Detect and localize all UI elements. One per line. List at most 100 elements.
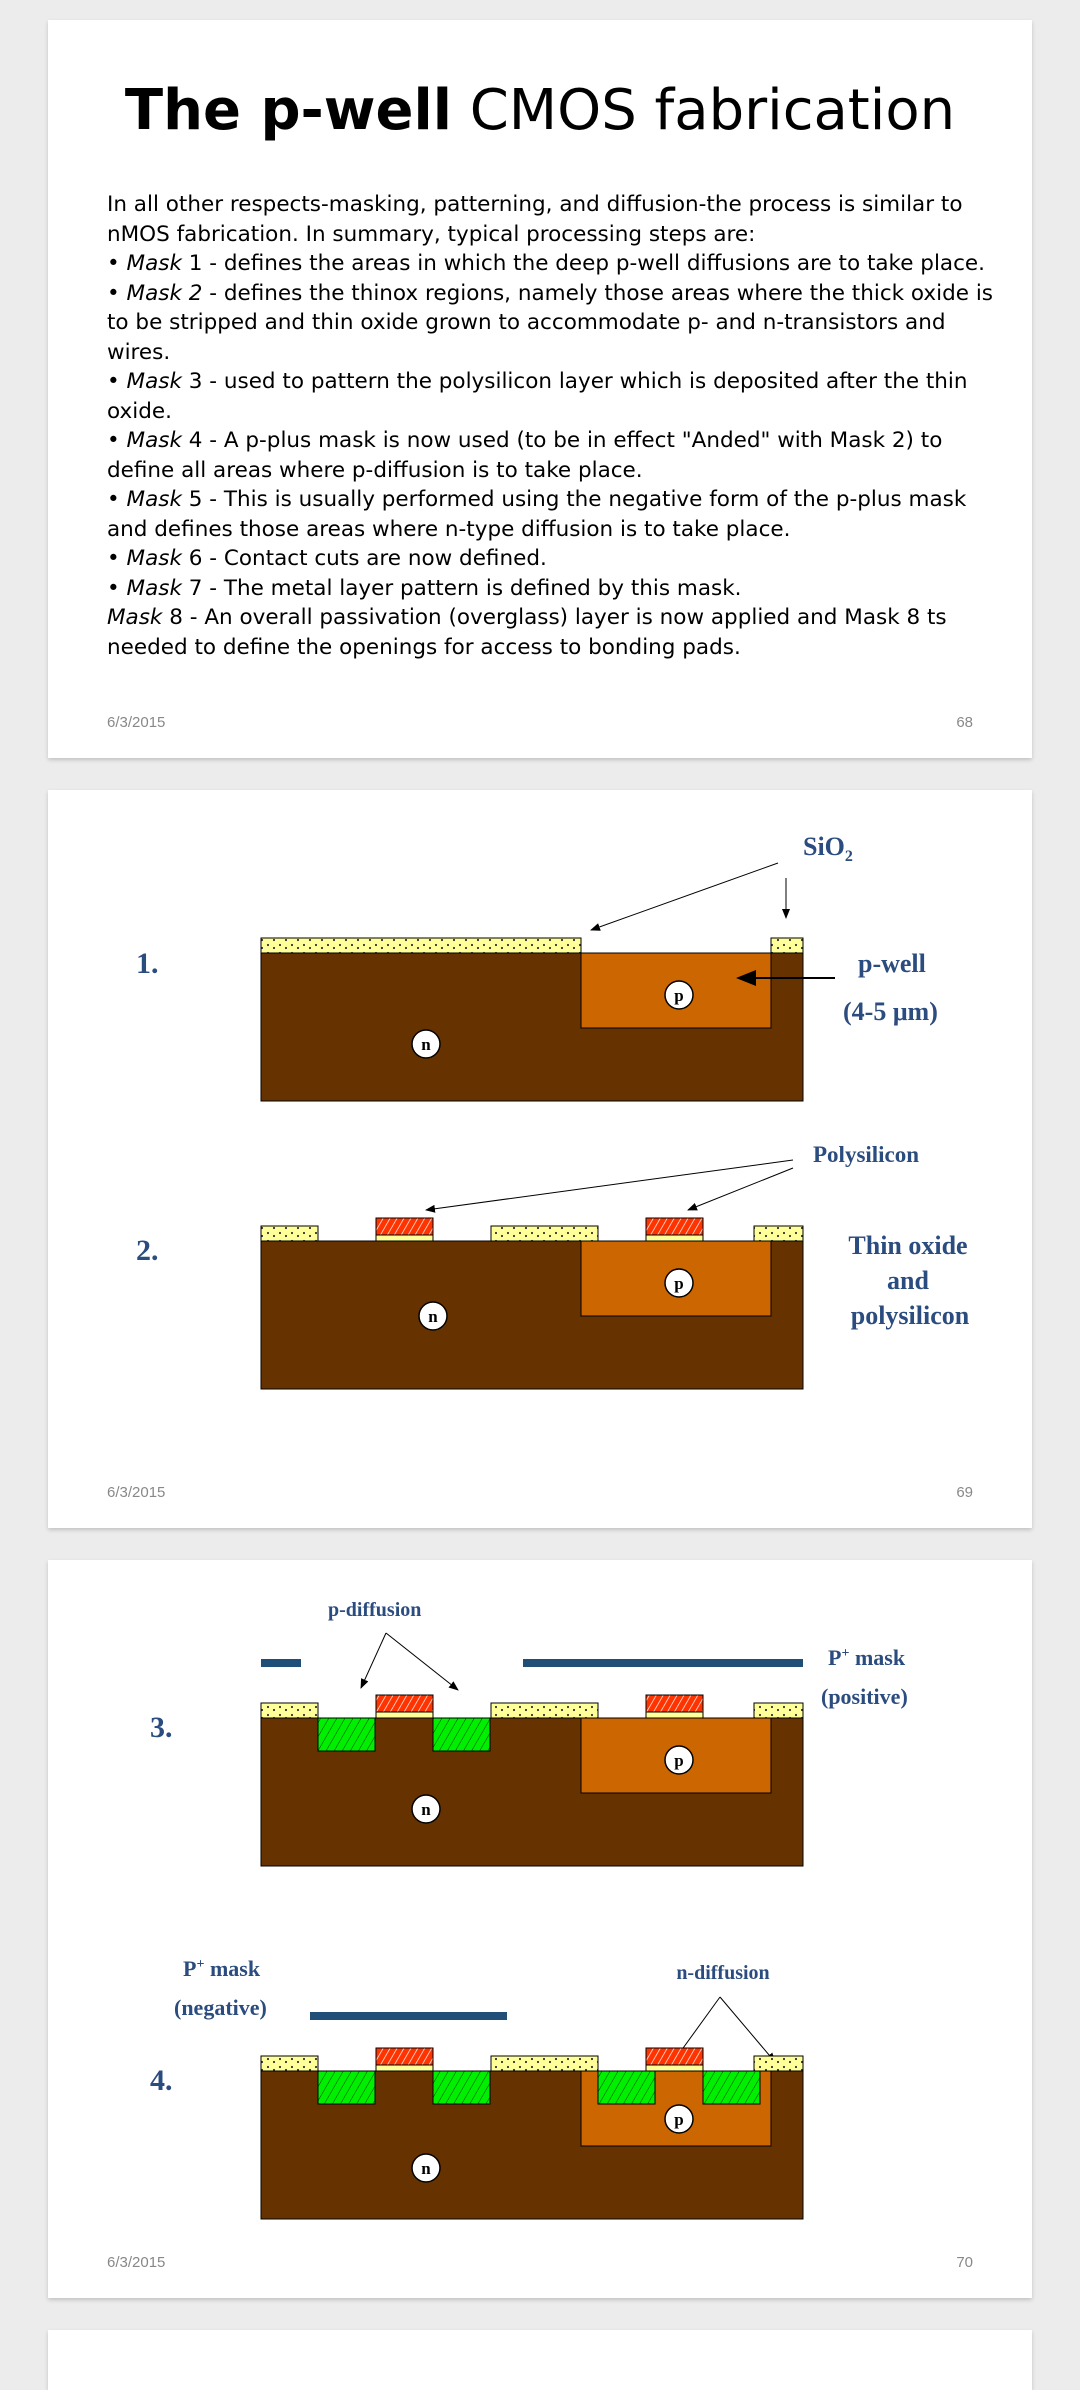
p-diffusion-label: p-diffusion bbox=[328, 1599, 421, 1621]
thin-oxide-1 bbox=[375, 1234, 434, 1242]
field-oxide-3 bbox=[753, 1225, 804, 1242]
line-mask-term: Mask bbox=[126, 546, 182, 571]
pplus-positive-paren: (positive) bbox=[821, 1684, 908, 1709]
line-text: 3 - used to pattern the polysilicon laye… bbox=[107, 369, 968, 424]
line-text: 7 - The metal layer pattern is defined b… bbox=[181, 575, 742, 601]
poly-arrow-1 bbox=[425, 1159, 794, 1213]
step-3-number: 3. bbox=[150, 1711, 173, 1744]
slide-71-partial bbox=[48, 2330, 1032, 2390]
body-line-2: • Mask 2 - defines the thinox regions, n… bbox=[107, 279, 1007, 368]
n-marker-4-label: n bbox=[421, 2159, 431, 2178]
line-mask-term: Mask bbox=[126, 251, 182, 276]
line-bullet: • bbox=[107, 546, 127, 571]
line-text: 4 - A p-plus mask is now used (to be in … bbox=[107, 428, 943, 483]
step-2-number: 2. bbox=[136, 1234, 159, 1267]
thin-oxide-3b bbox=[645, 1711, 704, 1719]
line-text: 8 - An overall passivation (overglass) l… bbox=[107, 605, 947, 660]
p-marker-3-label: p bbox=[674, 1751, 683, 1770]
line-bullet: • bbox=[107, 369, 127, 394]
sio2-layer-left bbox=[260, 937, 582, 954]
field-oxide-4b bbox=[490, 2055, 599, 2072]
pplus-mask-negative bbox=[310, 2012, 507, 2020]
slide-date: 6/3/2015 bbox=[107, 714, 166, 731]
slide-number: 69 bbox=[956, 1484, 973, 1501]
body-line-4: • Mask 4 - A p-plus mask is now used (to… bbox=[107, 426, 1007, 485]
pwell-label: p-well bbox=[858, 949, 926, 978]
n-marker-2-label: n bbox=[428, 1307, 438, 1326]
pdiff-arrow-1 bbox=[360, 1632, 387, 1689]
slide-number: 68 bbox=[956, 714, 973, 731]
thin-oxide-4a bbox=[375, 2064, 434, 2072]
thin-oxide-label-1: Thin oxide bbox=[848, 1231, 967, 1260]
line-text: 5 - This is usually performed using the … bbox=[107, 487, 967, 542]
p-marker-4 bbox=[664, 2104, 694, 2134]
poly-gate-3a bbox=[375, 1694, 434, 1713]
poly-gate-4a bbox=[375, 2047, 434, 2066]
pplus-mask-positive-left bbox=[261, 1659, 301, 1667]
body-line-8: Mask 8 - An overall passivation (overgla… bbox=[107, 603, 1007, 662]
line-mask-term: Mask bbox=[126, 487, 182, 512]
thin-oxide-label-2: and bbox=[887, 1266, 929, 1295]
line-bullet: • bbox=[107, 428, 127, 453]
line-bullet: • bbox=[107, 575, 127, 601]
field-oxide-1 bbox=[260, 1225, 319, 1242]
slide-69: 1. p n SiO2 p-well (4-5 μm) 2. p n Polys… bbox=[48, 790, 1032, 1528]
line-bullet: • bbox=[107, 487, 127, 512]
p-marker-2 bbox=[664, 1268, 694, 1298]
line-mask-term: Mask 2 bbox=[126, 280, 203, 306]
body-line-7: • Mask 7 - The metal layer pattern is de… bbox=[107, 574, 1007, 604]
line-bullet: • bbox=[107, 280, 127, 306]
body-line-3: • Mask 3 - used to pattern the polysilic… bbox=[107, 367, 1007, 426]
ndiff-arrow-2 bbox=[719, 1996, 776, 2063]
n-marker-3-label: n bbox=[421, 1800, 431, 1819]
sio2-layer-right bbox=[770, 937, 804, 954]
p-marker-2-label: p bbox=[674, 1274, 683, 1293]
slide-body-text: In all other respects-masking, patternin… bbox=[107, 190, 1007, 662]
slide-70: p-diffusion P+ mask (positive) 3. p n P+… bbox=[48, 1560, 1032, 2298]
pplus-positive-label: P+ mask bbox=[828, 1645, 906, 1670]
thin-oxide-4b bbox=[645, 2064, 704, 2072]
step-1-number: 1. bbox=[136, 947, 159, 980]
p-marker bbox=[664, 980, 694, 1010]
n-diffusion-label: n-diffusion bbox=[676, 1962, 769, 1984]
line-text: 6 - Contact cuts are now defined. bbox=[181, 546, 547, 571]
field-oxide-3a bbox=[260, 1702, 319, 1719]
polysilicon-gate-2 bbox=[645, 1217, 704, 1236]
body-line-6: • Mask 6 - Contact cuts are now defined. bbox=[107, 544, 1007, 574]
poly-gate-3b bbox=[645, 1694, 704, 1713]
line-text: In all other respects-masking, patternin… bbox=[107, 192, 963, 247]
line-bullet: • bbox=[107, 251, 127, 276]
sio2-label: SiO2 bbox=[803, 832, 853, 865]
n-marker-4 bbox=[411, 2153, 441, 2183]
body-line-5: • Mask 5 - This is usually performed usi… bbox=[107, 485, 1007, 544]
pwell-diagram-steps-1-2: 1. p n SiO2 p-well (4-5 μm) 2. p n Polys… bbox=[136, 832, 970, 1390]
slide-date: 6/3/2015 bbox=[107, 1484, 166, 1501]
poly-gate-4b bbox=[645, 2047, 704, 2066]
p-diffusion-4a bbox=[317, 2070, 376, 2105]
line-mask-term: Mask bbox=[126, 428, 182, 453]
n-marker-3 bbox=[411, 1794, 441, 1824]
p-marker-3 bbox=[664, 1745, 694, 1775]
line-mask-term: Mask bbox=[126, 369, 182, 394]
field-oxide-3c bbox=[753, 1702, 804, 1719]
pplus-negative-label: P+ mask bbox=[183, 1956, 261, 1981]
field-oxide-4c bbox=[753, 2055, 804, 2072]
polysilicon-gate-1 bbox=[375, 1217, 434, 1236]
n-diffusion-4b bbox=[702, 2070, 761, 2105]
slide-title: The p-well CMOS fabrication bbox=[124, 78, 956, 143]
thin-oxide-label-3: polysilicon bbox=[851, 1301, 970, 1330]
field-oxide-4a bbox=[260, 2055, 319, 2072]
p-marker-label: p bbox=[674, 986, 683, 1005]
field-oxide-2 bbox=[490, 1225, 599, 1242]
line-mask-term: Mask bbox=[107, 605, 163, 630]
pplus-negative-paren: (negative) bbox=[174, 1995, 267, 2020]
pdiff-arrow-2 bbox=[385, 1632, 459, 1691]
p-marker-4-label: p bbox=[674, 2110, 683, 2129]
body-line-0: In all other respects-masking, patternin… bbox=[107, 190, 1007, 249]
n-marker bbox=[411, 1029, 441, 1059]
body-line-1: • Mask 1 - defines the areas in which th… bbox=[107, 249, 1007, 279]
slide-number: 70 bbox=[956, 2254, 973, 2271]
step-4-number: 4. bbox=[150, 2064, 173, 2097]
thin-oxide-3a bbox=[375, 1711, 434, 1719]
pwell-depth-label: (4-5 μm) bbox=[843, 997, 938, 1026]
